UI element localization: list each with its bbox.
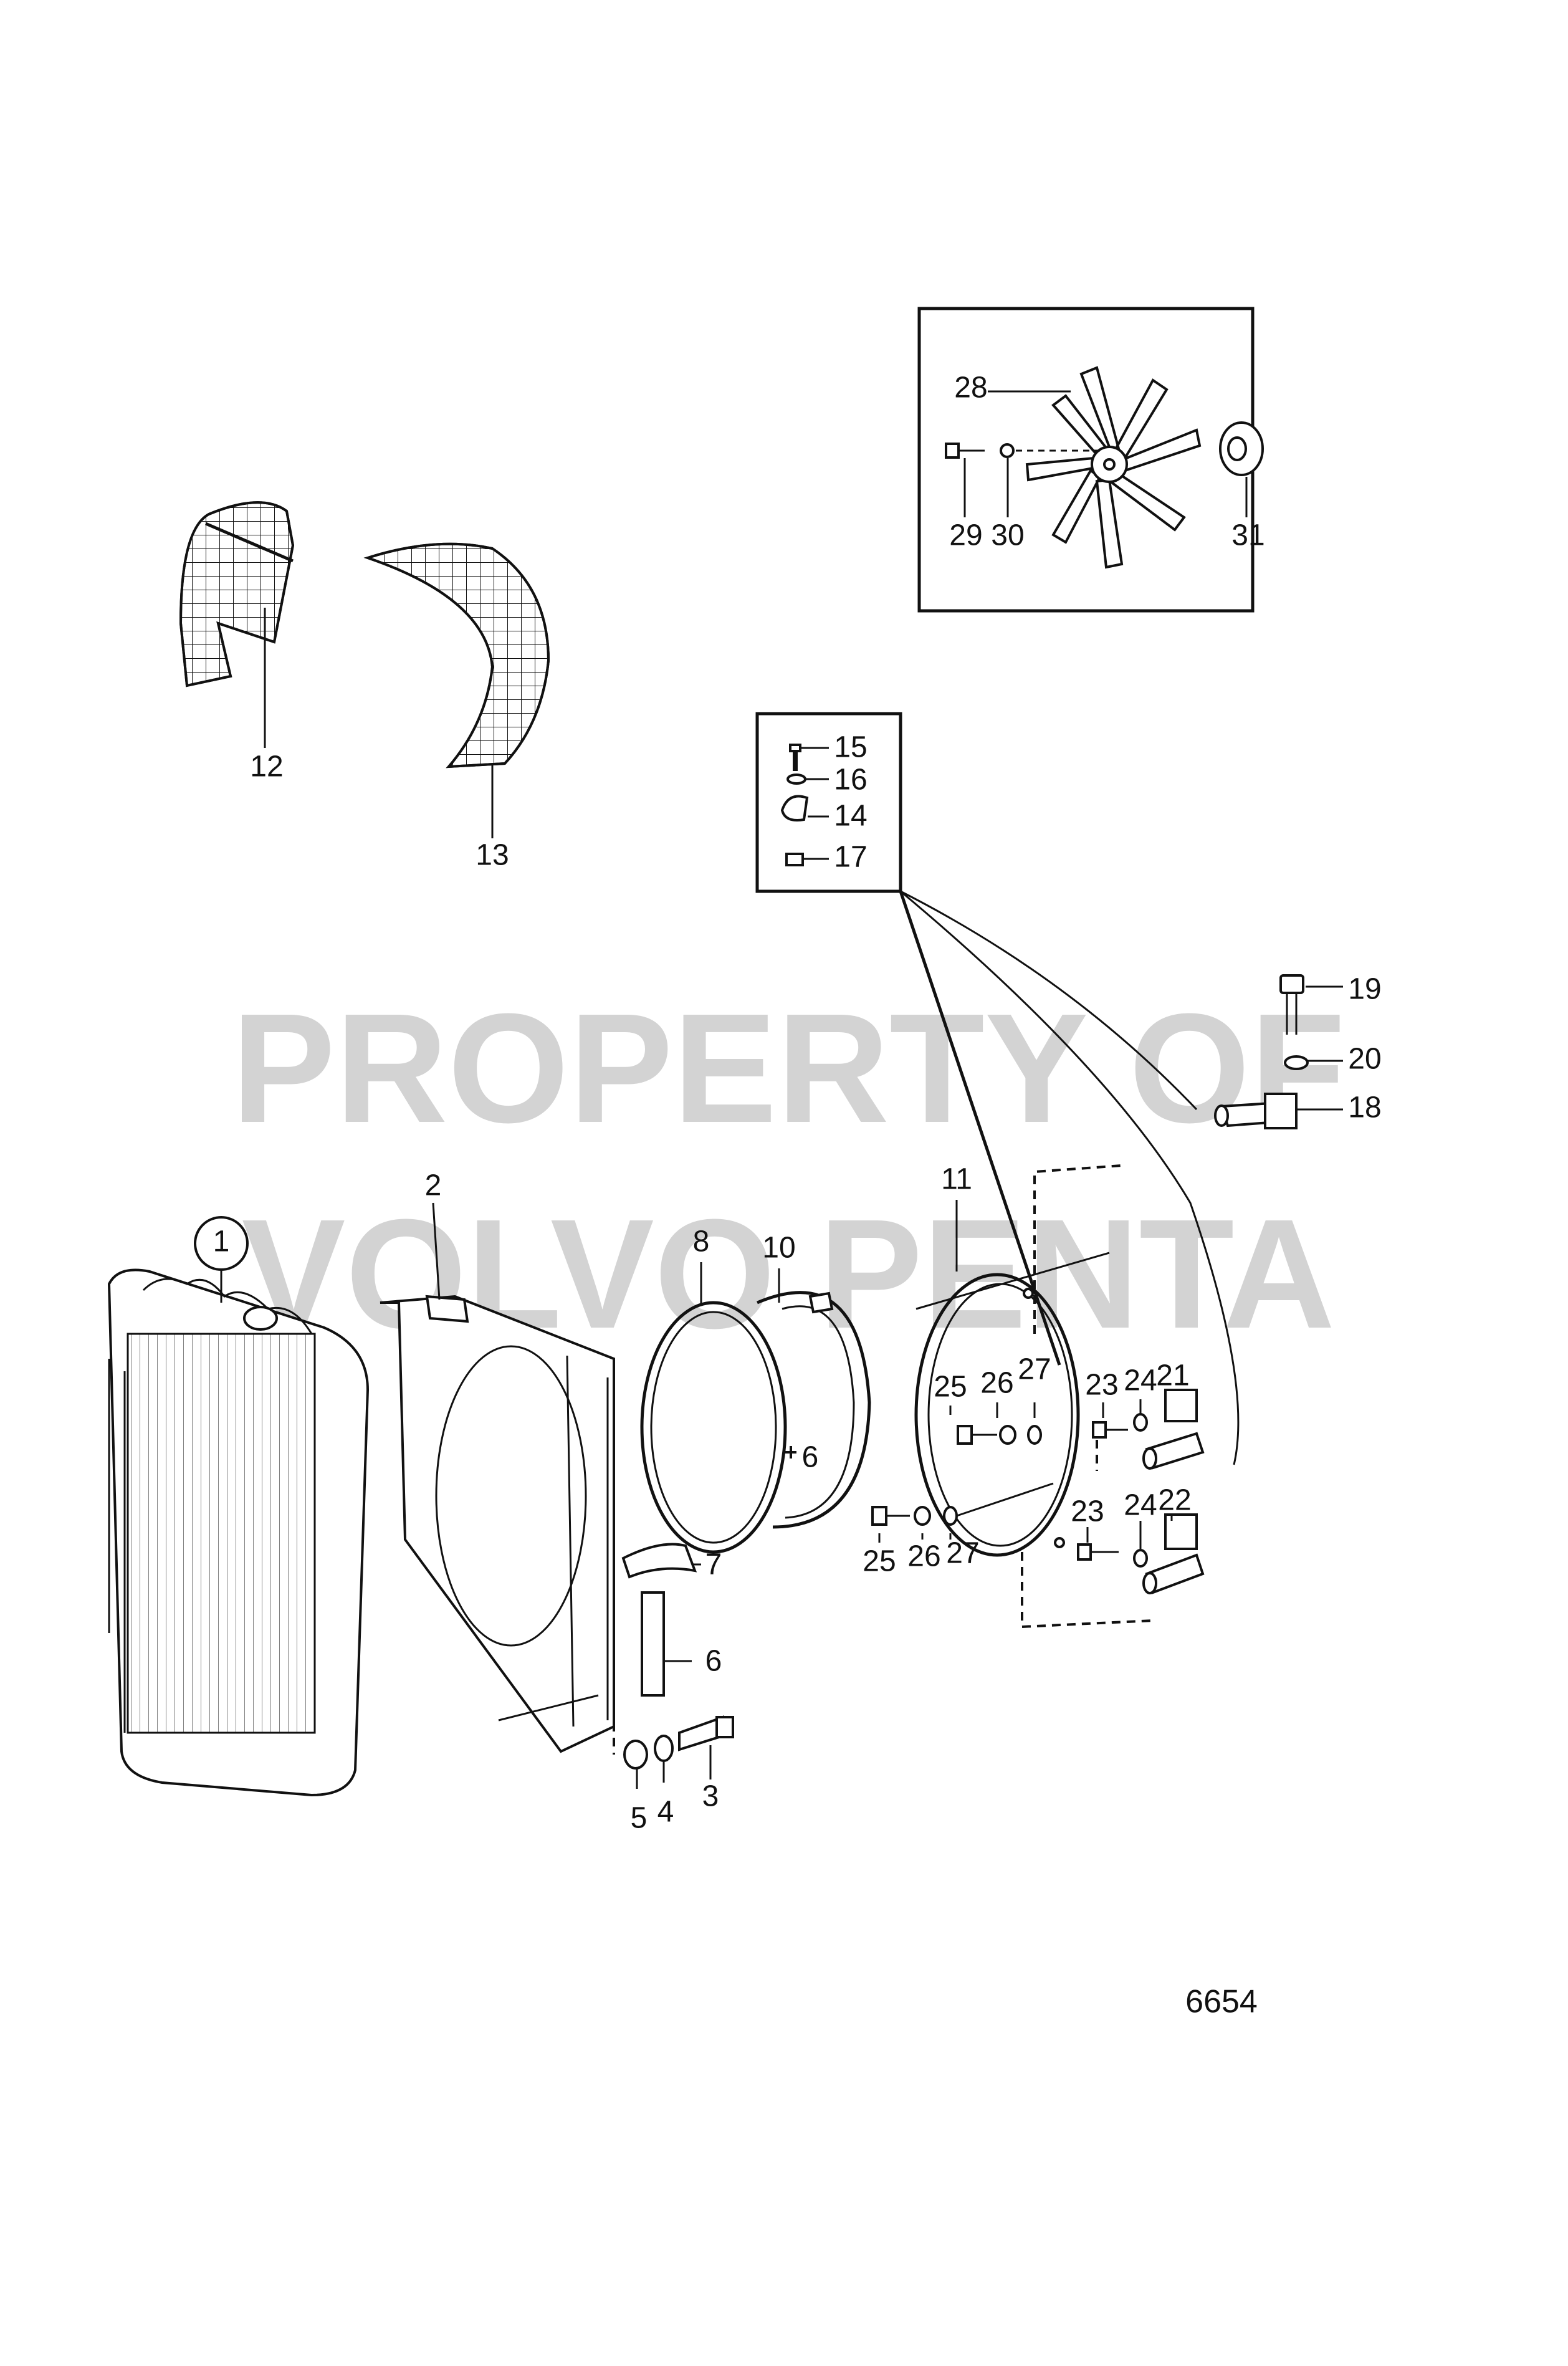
callout-24-upper: 24 xyxy=(1124,1364,1157,1397)
callout-25-upper: 25 xyxy=(934,1371,967,1404)
callout-3: 3 xyxy=(702,1780,719,1813)
detail-washer xyxy=(786,774,806,785)
callout-10: 10 xyxy=(762,1232,795,1265)
fan-ring xyxy=(757,1268,871,1529)
ring-washer-lower xyxy=(914,1506,931,1526)
ring-lockwasher-lower xyxy=(943,1506,958,1526)
callout-11: 11 xyxy=(941,1163,972,1196)
fan-guard-ring xyxy=(914,1164,1154,1629)
detail-clip xyxy=(780,795,809,821)
detail-nut xyxy=(785,853,804,866)
callout-24-lower: 24 xyxy=(1124,1489,1157,1522)
shroud-flat-washer xyxy=(623,1740,648,1770)
callout-5: 5 xyxy=(631,1802,648,1835)
detail-pointer-lower xyxy=(900,890,1240,1465)
mesh-grille-right xyxy=(363,542,550,838)
fan-hub-spacer xyxy=(1219,421,1264,476)
callout-8: 8 xyxy=(693,1225,710,1258)
shroud-lock-washer xyxy=(654,1735,674,1762)
stay-washer-lower xyxy=(1133,1549,1148,1568)
fan-bolt xyxy=(945,443,985,459)
sealing-ring xyxy=(640,1262,787,1554)
stay-bolt-lower xyxy=(1077,1543,1119,1561)
ring-washer-upper xyxy=(999,1425,1016,1445)
callout-31: 31 xyxy=(1231,519,1264,552)
callout-23-upper: 23 xyxy=(1085,1369,1118,1402)
callout-26-upper: 26 xyxy=(980,1367,1013,1400)
callout-29: 29 xyxy=(949,519,982,552)
callout-16: 16 xyxy=(834,764,867,797)
detail-screw xyxy=(789,744,801,771)
stay-lower xyxy=(1142,1513,1205,1594)
fan-blade-assembly xyxy=(1025,366,1202,569)
mount-strap xyxy=(641,1591,692,1697)
ring-bolt-lower xyxy=(871,1506,910,1526)
ring-strap xyxy=(621,1543,701,1579)
callout-1: 1 xyxy=(213,1225,230,1258)
stay-upper xyxy=(1142,1389,1205,1470)
callout-17: 17 xyxy=(834,841,867,874)
callout-18: 18 xyxy=(1348,1091,1381,1124)
support-bracket xyxy=(1214,1093,1298,1129)
callout-14: 14 xyxy=(834,800,867,833)
ring-clip xyxy=(785,1446,796,1458)
callout-2: 2 xyxy=(425,1169,442,1202)
radiator xyxy=(107,1216,370,1797)
mesh-grille-left xyxy=(179,501,295,748)
fan-shroud xyxy=(380,1202,615,1753)
callout-22: 22 xyxy=(1158,1484,1191,1517)
callout-labels: 1 2 3 4 5 6 7 8 9 10 11 12 13 14 15 16 1… xyxy=(213,371,1382,1835)
callout-23-lower: 23 xyxy=(1071,1495,1104,1528)
callout-28: 28 xyxy=(954,371,987,405)
callout-27-lower: 27 xyxy=(946,1537,979,1570)
callout-19: 19 xyxy=(1348,973,1381,1006)
stay-bolt-upper xyxy=(1092,1421,1128,1439)
callout-12: 12 xyxy=(250,750,283,783)
callout-27-upper: 27 xyxy=(1018,1353,1051,1386)
detail-pointer-ring xyxy=(899,891,1061,1366)
fan-detail-box xyxy=(917,307,1264,613)
callout-9: 9 xyxy=(802,1439,819,1472)
watermark-line-1: PROPERTY OF xyxy=(231,981,1345,1155)
callout-7: 7 xyxy=(705,1548,722,1581)
callout-25-lower: 25 xyxy=(863,1545,896,1578)
callout-15: 15 xyxy=(834,731,867,764)
callout-20: 20 xyxy=(1348,1043,1381,1076)
fastener-detail-box xyxy=(755,712,902,893)
fan-washer xyxy=(1000,443,1015,458)
callout-4: 4 xyxy=(657,1796,674,1829)
callout-26-lower: 26 xyxy=(907,1540,940,1573)
callout-6: 6 xyxy=(705,1645,722,1678)
watermark: PROPERTY OF VOLVO PENTA xyxy=(231,981,1345,1361)
ring-lockwasher-upper xyxy=(1027,1425,1042,1445)
callout-13: 13 xyxy=(476,839,509,872)
bracket-washer xyxy=(1284,1055,1309,1070)
bracket-screw xyxy=(1279,974,1304,1035)
detail-pointer-upper xyxy=(900,890,1198,1111)
drawing-number: 6654 xyxy=(1185,1984,1258,2020)
callout-30: 30 xyxy=(991,519,1024,552)
stay-washer-upper xyxy=(1133,1413,1148,1432)
shroud-bolt xyxy=(678,1715,734,1779)
callout-21: 21 xyxy=(1156,1359,1189,1392)
ring-bolt-upper xyxy=(957,1425,997,1445)
